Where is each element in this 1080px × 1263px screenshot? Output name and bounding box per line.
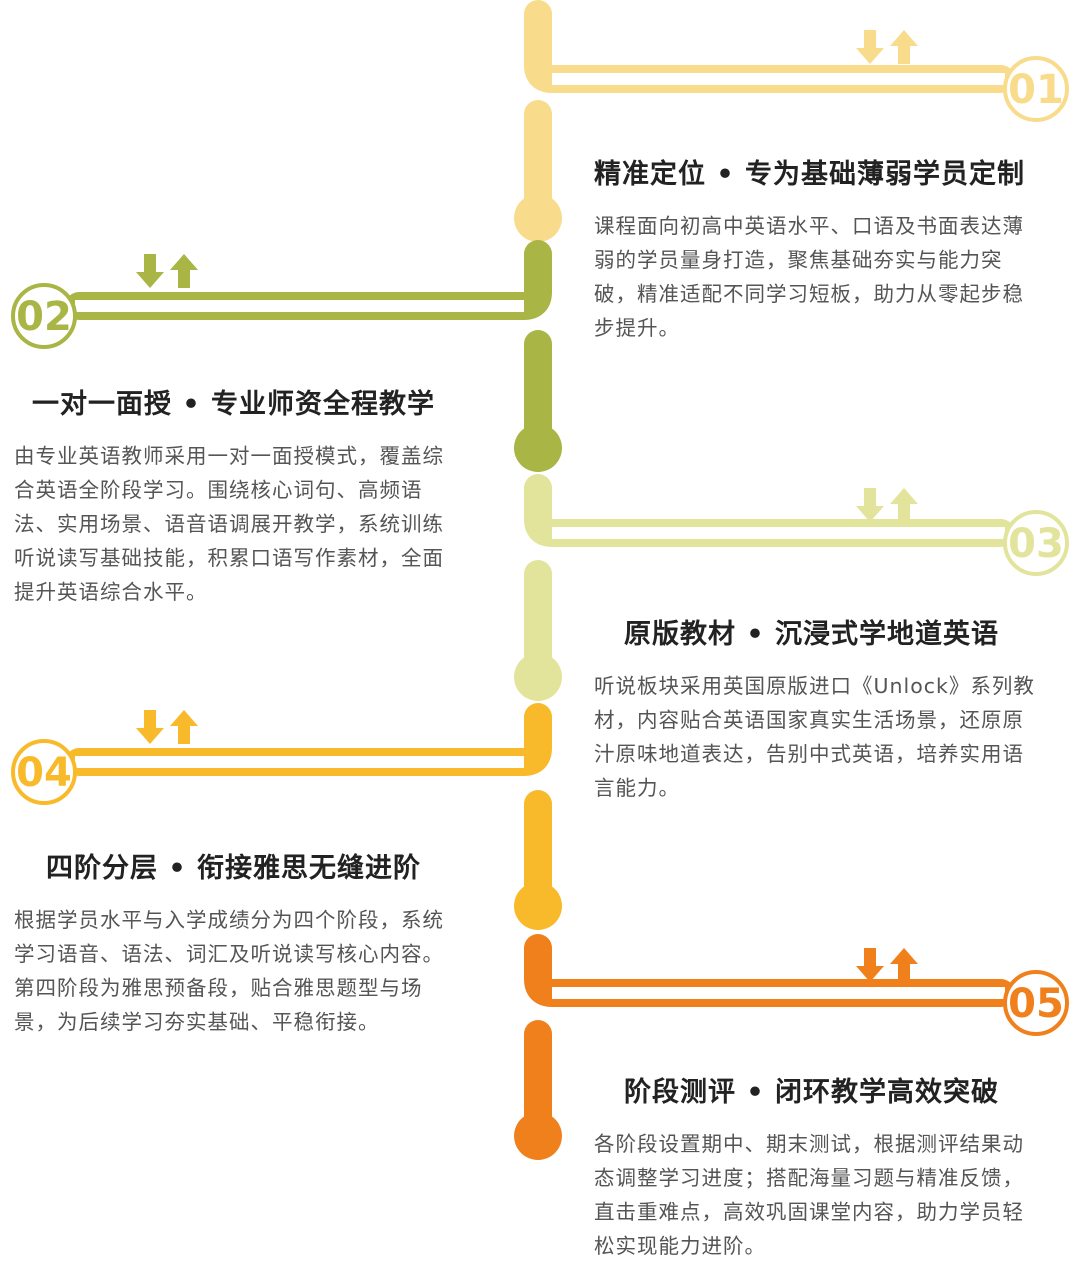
step-05-title: 阶段测评 • 闭环教学高效突破: [624, 1077, 1000, 1108]
up-arrow-icon: [890, 30, 918, 64]
step-04-description: 根据学员水平与入学成绩分为四个阶段，系统 学习语音、语法、词汇及听说读写核心内容…: [14, 903, 484, 1039]
badge-05: [1003, 970, 1069, 1036]
connector-05: [524, 934, 1015, 1007]
step-04-line: 学习语音、语法、词汇及听说读写核心内容。: [14, 942, 444, 966]
step-04-title: 四阶分层 • 衔接雅思无缝进阶: [46, 853, 422, 884]
down-arrow-icon: [856, 488, 884, 522]
up-arrow-icon: [890, 488, 918, 522]
down-arrow-icon: [856, 948, 884, 982]
step-05-line: 态调整学习进度；搭配海量习题与精准反馈，: [594, 1166, 1024, 1190]
step-05-text: 阶段测评 • 闭环教学高效突破 各阶段设置期中、期末测试，根据测评结果动 态调整…: [594, 1070, 1064, 1263]
step-04-line: 根据学员水平与入学成绩分为四个阶段，系统: [14, 908, 444, 932]
step-01-number: 01: [1008, 67, 1064, 113]
step-03-number: 03: [1008, 521, 1064, 567]
step-03-line: 汁原味地道表达，告别中式英语，培养实用语: [594, 742, 1024, 766]
step-05-number: 05: [1008, 981, 1064, 1027]
step-01-description: 课程面向初高中英语水平、口语及书面表达薄 弱的学员量身打造，聚焦基础夯实与能力突…: [594, 209, 1064, 345]
badge-03: [1003, 510, 1069, 576]
step-01-title: 精准定位 • 专为基础薄弱学员定制: [594, 159, 1026, 190]
up-arrow-icon: [170, 710, 198, 744]
badge-01: [1003, 56, 1069, 122]
up-arrow-icon: [890, 948, 918, 982]
step-04-text: 四阶分层 • 衔接雅思无缝进阶 根据学员水平与入学成绩分为四个阶段，系统 学习语…: [14, 846, 484, 1039]
connector-03: [524, 474, 1015, 547]
node-dot-01: [514, 194, 562, 242]
step-05-line: 直击重难点，高效巩固课堂内容，助力学员轻: [594, 1200, 1024, 1224]
step-03-line: 材，内容贴合英语国家真实生活场景，还原原: [594, 708, 1024, 732]
step-02-text: 一对一面授 • 专业师资全程教学 由专业英语教师采用一对一面授模式，覆盖综 合英…: [14, 382, 484, 609]
down-arrow-icon: [856, 30, 884, 64]
step-01-line: 破，精准适配不同学习短板，助力从零起步稳: [594, 282, 1024, 306]
step-02-line: 提升英语综合水平。: [14, 580, 208, 604]
connector-04: [65, 703, 552, 776]
step-01-line: 步提升。: [594, 316, 680, 340]
step-03-line: 言能力。: [594, 776, 680, 800]
node-dot-02: [514, 424, 562, 472]
node-dot-04: [514, 882, 562, 930]
step-05-line: 松实现能力进阶。: [594, 1234, 766, 1258]
step-03-title: 原版教材 • 沉浸式学地道英语: [624, 619, 1000, 650]
badge-02: [11, 283, 77, 349]
step-04-line: 景，为后续学习夯实基础、平稳衔接。: [14, 1010, 380, 1034]
step-02-line: 法、实用场景、语音语调展开教学，系统训练: [14, 512, 444, 536]
node-dot-03: [514, 653, 562, 701]
step-01-text: 精准定位 • 专为基础薄弱学员定制 课程面向初高中英语水平、口语及书面表达薄 弱…: [594, 152, 1064, 345]
step-03-description: 听说板块采用英国原版进口《Unlock》系列教 材，内容贴合英语国家真实生活场景…: [594, 669, 1064, 805]
down-arrow-icon: [136, 710, 164, 744]
connector-02: [65, 240, 552, 320]
step-02-line: 合英语全阶段学习。围绕核心词句、高频语: [14, 478, 423, 502]
step-04-line: 第四阶段为雅思预备段，贴合雅思题型与场: [14, 976, 423, 1000]
badge-04: [11, 739, 77, 805]
down-arrow-icon: [136, 254, 164, 288]
step-02-title: 一对一面授 • 专业师资全程教学: [32, 389, 436, 420]
step-02-description: 由专业英语教师采用一对一面授模式，覆盖综 合英语全阶段学习。围绕核心词句、高频语…: [14, 439, 484, 609]
node-dot-05: [514, 1112, 562, 1160]
step-02-line: 由专业英语教师采用一对一面授模式，覆盖综: [14, 444, 444, 468]
step-03-line: 听说板块采用英国原版进口《Unlock》系列教: [594, 674, 1035, 698]
step-04-number: 04: [16, 750, 72, 796]
step-01-line: 弱的学员量身打造，聚焦基础夯实与能力突: [594, 248, 1003, 272]
connector-01: [524, 0, 1015, 93]
step-02-line: 听说读写基础技能，积累口语写作素材，全面: [14, 546, 444, 570]
step-05-line: 各阶段设置期中、期末测试，根据测评结果动: [594, 1132, 1024, 1156]
step-01-line: 课程面向初高中英语水平、口语及书面表达薄: [594, 214, 1024, 238]
step-02-number: 02: [16, 294, 72, 340]
step-05-description: 各阶段设置期中、期末测试，根据测评结果动 态调整学习进度；搭配海量习题与精准反馈…: [594, 1127, 1064, 1263]
step-03-text: 原版教材 • 沉浸式学地道英语 听说板块采用英国原版进口《Unlock》系列教 …: [594, 612, 1064, 805]
up-arrow-icon: [170, 254, 198, 288]
